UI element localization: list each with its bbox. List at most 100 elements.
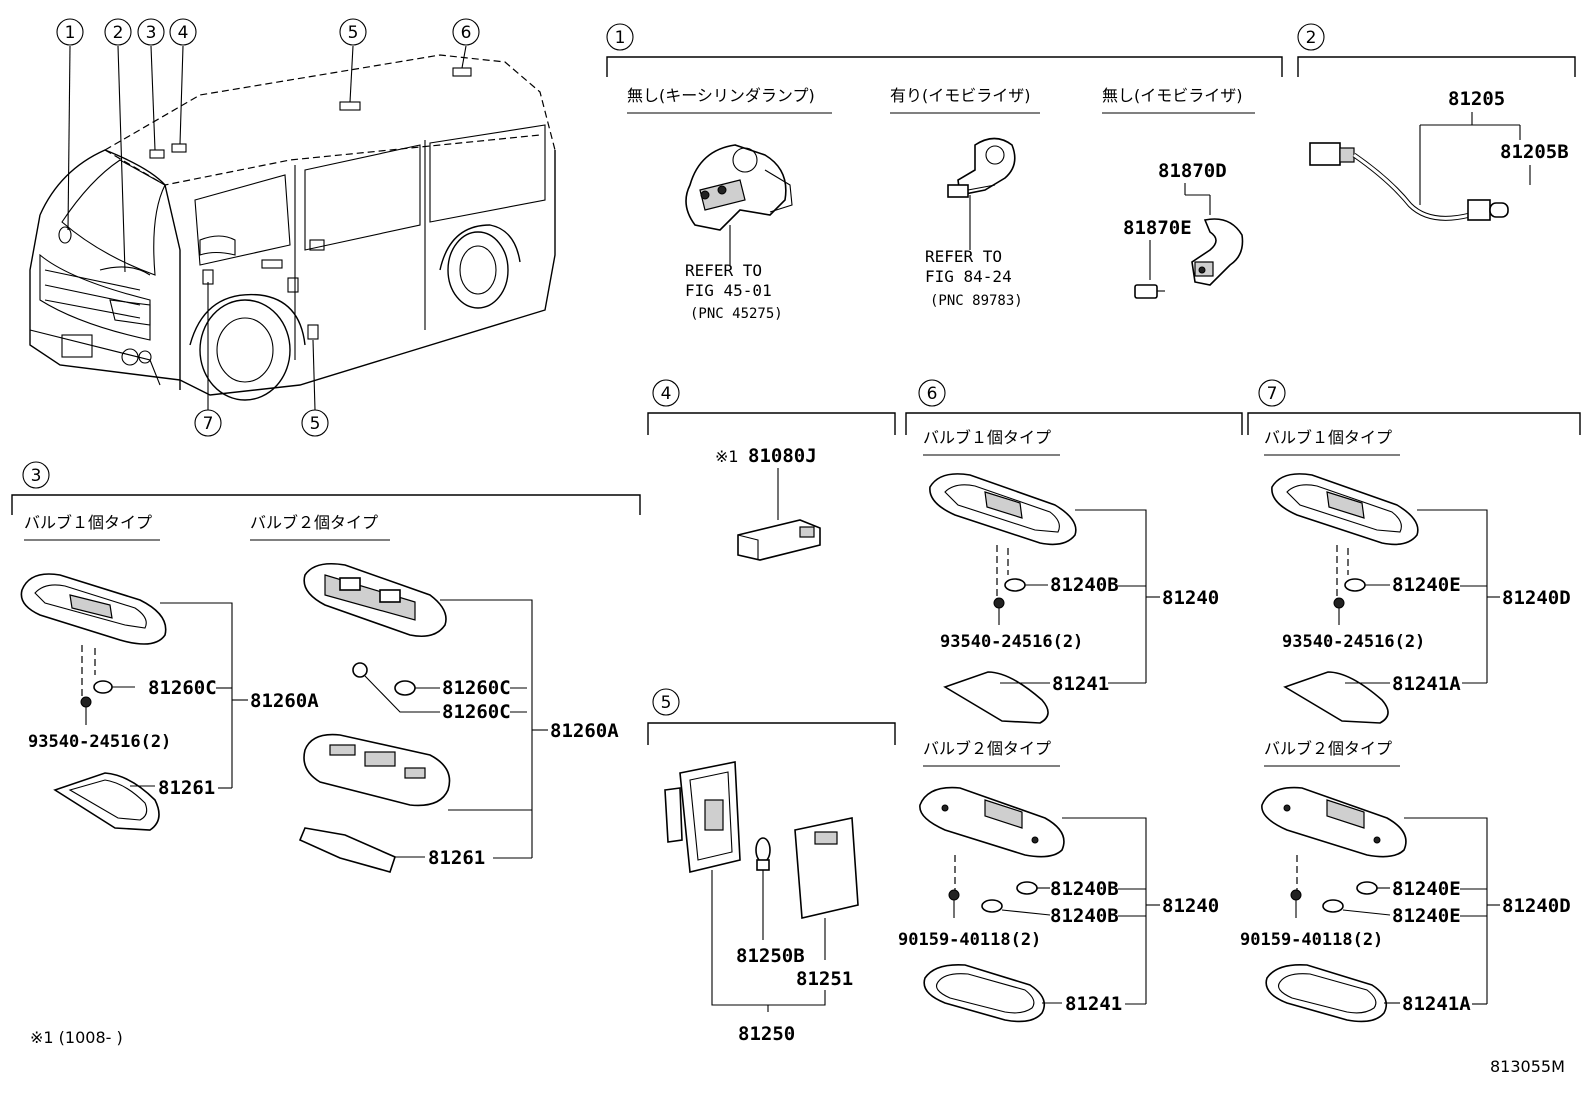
callout-6: 5 (339, 18, 367, 46)
lens-81251 (794, 817, 859, 919)
callout-4: 4 (169, 18, 197, 46)
section-6-callout: 6 (927, 384, 938, 404)
section-1-variant-b-label: 有り(イモビライザ) (890, 86, 1031, 105)
section-3-single-lens: 81261 (158, 777, 215, 799)
callout-3: 3 (137, 18, 165, 46)
diagram-id: 813055M (1490, 1057, 1565, 1076)
wedge-bulb-81870E (1134, 284, 1165, 299)
section-1-callout: 1 (615, 28, 626, 48)
part-81080J: 81080J (748, 445, 817, 467)
section-7-single-assy: 81240D (1502, 587, 1571, 609)
svg-text:5: 5 (348, 23, 359, 43)
callout-5-right: 5 (301, 409, 329, 437)
section-6-double-lens: 81241 (1065, 993, 1122, 1015)
lens-81241-double (923, 963, 1046, 1023)
section-6-double-bulb1: 81240B (1050, 878, 1119, 900)
svg-text:2: 2 (113, 23, 124, 43)
lens-81261 (53, 772, 160, 831)
ring-lamp-part (1191, 218, 1244, 286)
section-1-variant-b-ref2: FIG 84-24 (925, 267, 1012, 286)
harness-81205 (1309, 142, 1509, 221)
section-6-double-screw: 90159-40118(2) (898, 930, 1041, 950)
section-3-double-lens: 81261 (428, 847, 485, 869)
lens-double (298, 827, 396, 873)
section-7-single-screw: 93540-24516(2) (1282, 632, 1425, 652)
section-3-single-screw: 93540-24516(2) (28, 732, 171, 752)
section-5-cover: 81251 (796, 968, 853, 990)
section-1-variant-b-ref3: (PNC 89783) (930, 293, 1023, 309)
part-81205: 81205 (1448, 88, 1505, 110)
immobilizer-part (947, 137, 1016, 198)
room-lamp-single-housing (929, 473, 1077, 546)
section-1-variant-a-ref3: (PNC 45275) (690, 306, 783, 322)
section-6-single-assy: 81240 (1162, 587, 1219, 609)
callout-2: 2 (104, 18, 132, 46)
courtesy-switch-81080J (737, 519, 821, 561)
screw-93540 (80, 696, 92, 725)
section-2: 2 81205 81205B (1297, 23, 1576, 221)
section-7-double-assy: 81240D (1502, 895, 1571, 917)
section-3-callout: 3 (31, 466, 42, 486)
section-3-single-label: バルブ１個タイプ (24, 513, 152, 532)
bulb-81250B (755, 837, 771, 871)
section-4-mark: ※1 (715, 447, 739, 466)
svg-text:5: 5 (310, 414, 321, 434)
section-6: 6 バルブ１個タイプ 81240B 93540-24516(2) 81241 8… (898, 379, 1243, 1023)
section-7-double-lens: 81241A (1402, 993, 1471, 1015)
room-lamp-double-housing (919, 786, 1065, 858)
lens-81241A-double (1265, 963, 1388, 1023)
section-7-callout: 7 (1267, 384, 1278, 404)
section-6-single-label: バルブ１個タイプ (923, 428, 1051, 447)
van-illustration (29, 54, 556, 401)
part-81870D: 81870D (1158, 160, 1227, 182)
section-6-single-lens: 81241 (1052, 673, 1109, 695)
section-3-double-bulb2: 81260C (442, 701, 511, 723)
section-6-double-bulb2: 81240B (1050, 905, 1119, 927)
section-7-single-lens: 81241A (1392, 673, 1461, 695)
footnote: ※1 (1008- ) (30, 1028, 123, 1047)
section-7: 7 バルブ１個タイプ 81240E 93540-24516(2) 81241A … (1240, 379, 1581, 1023)
section-6-double-label: バルブ２個タイプ (923, 739, 1051, 758)
section-1-variant-a-ref2: FIG 45-01 (685, 281, 772, 300)
section-3-single-assy: 81260A (250, 690, 319, 712)
svg-text:7: 7 (203, 414, 214, 434)
section-3: 3 バルブ１個タイプ 81260C 93540-24516(2) 81261 8 (11, 461, 641, 873)
section-3-single-bulb: 81260C (148, 677, 217, 699)
section-5-callout: 5 (661, 693, 672, 713)
lens-81241 (943, 671, 1049, 724)
svg-text:3: 3 (146, 23, 157, 43)
van-callouts: 1 2 3 4 5 6 7 5 (56, 18, 480, 437)
section-1-variant-a-ref1: REFER TO (685, 261, 762, 280)
callout-1: 1 (56, 18, 84, 46)
section-6-double-assy: 81240 (1162, 895, 1219, 917)
map-lamp-housing-double (303, 562, 447, 638)
key-cylinder-lamp-part (685, 144, 793, 231)
svg-text:4: 4 (178, 23, 189, 43)
section-5: 5 81250B 81251 81250 (647, 688, 896, 1045)
section-4: 4 ※1 81080J (647, 379, 896, 561)
section-6-single-bulb: 81240B (1050, 574, 1119, 596)
map-lamp-housing-81260A (20, 573, 167, 645)
callout-5-left: 7 (194, 409, 222, 437)
section-3-double-bulb1: 81260C (442, 677, 511, 699)
section-7-single-bulb: 81240E (1392, 574, 1461, 596)
section-2-callout: 2 (1306, 28, 1317, 48)
room-lamp-double-housing-7 (1261, 786, 1407, 858)
section-7-double-bulb1: 81240E (1392, 878, 1461, 900)
part-81870E: 81870E (1123, 217, 1192, 239)
section-4-callout: 4 (661, 384, 672, 404)
part-81205B: 81205B (1500, 141, 1569, 163)
svg-text:6: 6 (461, 23, 472, 43)
section-7-double-screw: 90159-40118(2) (1240, 930, 1383, 950)
section-3-double-label: バルブ２個タイプ (250, 513, 378, 532)
section-7-double-label: バルブ２個タイプ (1264, 739, 1392, 758)
room-lamp-single-housing-7 (1271, 473, 1419, 546)
lens-81241A (1283, 671, 1389, 724)
section-5-bulb: 81250B (736, 945, 805, 967)
step-lamp-housing (664, 761, 741, 873)
section-1-variant-b-ref1: REFER TO (925, 247, 1002, 266)
van-callout-leaders (67, 45, 467, 411)
section-6-single-screw: 93540-24516(2) (940, 632, 1083, 652)
svg-text:1: 1 (65, 23, 76, 43)
section-1-variant-c-label: 無し(イモビライザ) (1102, 86, 1243, 105)
